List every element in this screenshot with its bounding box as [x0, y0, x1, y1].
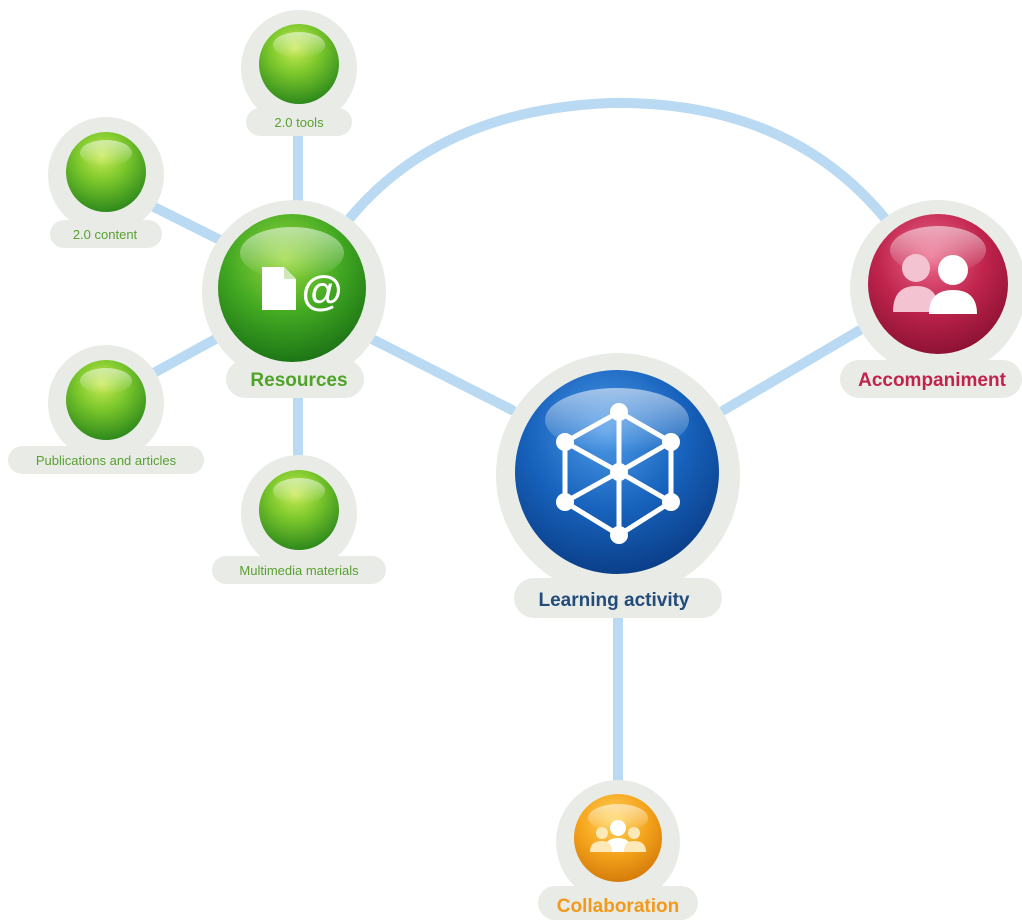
node-accompaniment[interactable]: Accompaniment: [840, 200, 1022, 398]
svg-text:@: @: [302, 267, 343, 314]
connector-resources-content: [145, 200, 237, 251]
node-content[interactable]: 2.0 content: [48, 117, 164, 248]
node-resources[interactable]: @ Resources: [202, 200, 386, 398]
node-collaboration-label: Collaboration: [557, 896, 679, 917]
node-resources-shine: [240, 227, 344, 279]
node-resources-label: Resources: [250, 370, 347, 391]
node-learning-label: Learning activity: [539, 590, 690, 611]
connector-arc-resources-accompaniment: [345, 97, 893, 227]
connector-resources-learning: [365, 333, 517, 415]
node-tools[interactable]: 2.0 tools: [241, 10, 357, 136]
node-resources-label-bg: [226, 360, 364, 398]
node-multimedia[interactable]: Multimedia materials: [212, 455, 386, 584]
node-publications-shine: [80, 368, 132, 394]
node-learning-label-bg: [514, 578, 722, 618]
node-learning-activity[interactable]: Learning activity: [496, 353, 740, 618]
group-icon: [590, 820, 646, 852]
node-publications-label: Publications and articles: [36, 453, 177, 468]
node-multimedia-shine: [273, 478, 325, 504]
node-publications-label-bg: [8, 446, 204, 474]
node-tools-label: 2.0 tools: [274, 115, 324, 130]
node-content-shine: [80, 140, 132, 166]
connector-learning-accompaniment: [719, 325, 865, 415]
node-content-label-bg: [50, 220, 162, 248]
node-accompaniment-label: Accompaniment: [858, 370, 1006, 391]
cube-network-nodes: [556, 403, 680, 544]
two-people-icon: [893, 254, 977, 314]
node-collaboration-shine: [588, 804, 648, 832]
document-at-icon: @: [262, 267, 342, 314]
cube-network-icon: [562, 409, 674, 538]
node-tools-label-bg: [246, 108, 352, 136]
node-collaboration[interactable]: Collaboration: [538, 780, 698, 920]
node-publications[interactable]: Publications and articles: [8, 345, 204, 474]
node-content-label: 2.0 content: [73, 227, 138, 242]
node-tools-shine: [273, 32, 325, 58]
node-accompaniment-label-bg: [840, 360, 1022, 398]
node-multimedia-label-bg: [212, 556, 386, 584]
node-multimedia-label: Multimedia materials: [239, 563, 359, 578]
node-collaboration-label-bg: [538, 886, 698, 920]
